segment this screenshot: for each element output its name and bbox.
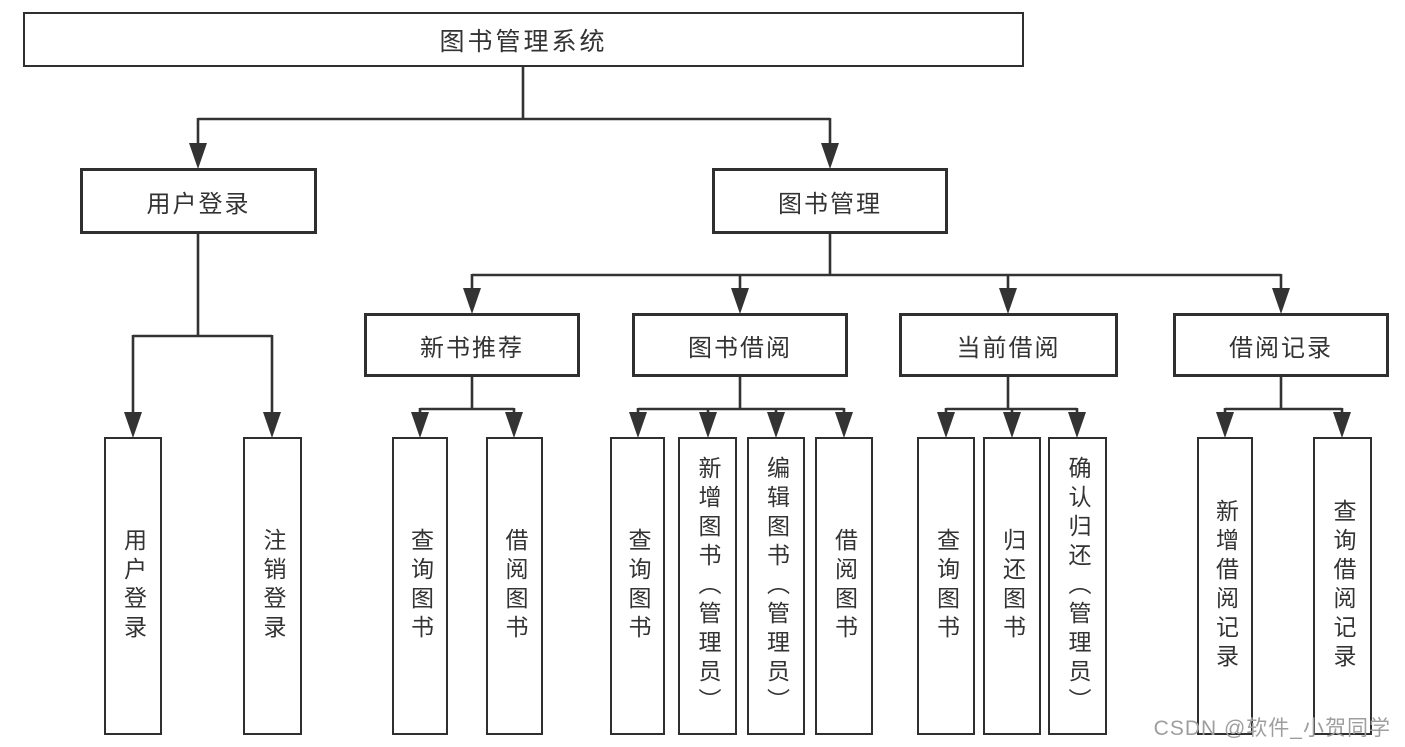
leaf-bb-add-books-admin-label: 新增图书（管理员） [695, 455, 721, 717]
leaf-br-query-record-label: 查询借阅记录 [1330, 499, 1356, 673]
arrowhead-icon [731, 288, 749, 314]
node-root-label: 图书管理系统 [439, 27, 608, 56]
node-current-borrow-label: 当前借阅 [956, 334, 1061, 362]
connector-userlogin-to-leaves [131, 233, 274, 414]
leaf-user-login-label: 用户登录 [120, 528, 147, 644]
node-root: 图书管理系统 [23, 12, 1024, 67]
leaf-bb-borrow-books: 借阅图书 [815, 437, 873, 735]
arrowhead-icon [767, 412, 785, 438]
node-book-borrow: 图书借阅 [632, 313, 848, 377]
leaf-bb-edit-books-admin-label: 编辑图书（管理员） [763, 455, 790, 717]
node-user-login-label: 用户登录 [146, 190, 251, 218]
node-new-book-recommend: 新书推荐 [364, 313, 580, 377]
arrowhead-icon [1216, 412, 1234, 438]
leaf-logout-label: 注销登录 [260, 528, 286, 644]
connector-bookmgmt-to-level3 [470, 233, 1283, 292]
leaf-rec-query-books-label: 查询图书 [407, 528, 434, 644]
leaf-rec-borrow-books-label: 借阅图书 [502, 528, 528, 644]
leaf-rec-borrow-books: 借阅图书 [486, 437, 543, 735]
connector-bookborrow-to-leaves [636, 377, 846, 415]
leaf-cb-confirm-return-admin: 确认归还（管理员） [1048, 437, 1107, 735]
arrowhead-icon [1272, 288, 1290, 314]
leaf-bb-query-books: 查询图书 [610, 437, 665, 735]
csdn-watermark: CSDN @软件_小贺同学 [1153, 717, 1391, 740]
leaf-bb-query-books-label: 查询图书 [625, 528, 651, 644]
arrowhead-icon [189, 143, 207, 169]
leaf-cb-query-books-label: 查询图书 [933, 528, 960, 644]
leaf-logout: 注销登录 [243, 437, 302, 735]
arrowhead-icon [699, 412, 717, 438]
arrowhead-icon [505, 412, 523, 438]
leaf-bb-edit-books-admin: 编辑图书（管理员） [747, 437, 805, 735]
node-borrow-records-label: 借阅记录 [1229, 334, 1333, 362]
leaf-cb-query-books: 查询图书 [917, 437, 975, 735]
arrowhead-icon [124, 412, 142, 438]
arrowhead-icon [999, 288, 1017, 314]
connector-borrowrecords-to-leaves [1223, 377, 1344, 415]
arrowhead-icon [937, 412, 955, 438]
arrowhead-icon [835, 412, 853, 438]
node-new-book-recommend-label: 新书推荐 [420, 334, 524, 362]
arrowhead-icon [1003, 412, 1021, 438]
node-book-management-label: 图书管理 [778, 190, 882, 218]
leaf-cb-confirm-return-admin-label: 确认归还（管理员） [1065, 455, 1091, 717]
leaf-user-login: 用户登录 [104, 437, 162, 735]
leaf-br-query-record: 查询借阅记录 [1313, 437, 1372, 735]
leaf-bb-borrow-books-label: 借阅图书 [831, 528, 858, 644]
leaf-rec-query-books: 查询图书 [392, 437, 448, 735]
arrowhead-icon [411, 412, 429, 438]
node-user-login: 用户登录 [80, 168, 317, 234]
connector-newbookrec-to-leaves [418, 377, 516, 415]
leaf-br-add-record-label: 新增借阅记录 [1212, 499, 1239, 673]
node-current-borrow: 当前借阅 [899, 313, 1118, 377]
arrowhead-icon [463, 288, 481, 314]
leaf-bb-add-books-admin: 新增图书（管理员） [678, 437, 737, 735]
leaf-cb-return-books-label: 归还图书 [999, 528, 1026, 644]
arrowhead-icon [821, 143, 839, 169]
node-book-borrow-label: 图书借阅 [688, 334, 792, 362]
node-borrow-records: 借阅记录 [1173, 313, 1389, 377]
connector-currentborrow-to-leaves [944, 377, 1079, 415]
arrowhead-icon [263, 412, 281, 438]
arrowhead-icon [1333, 412, 1351, 438]
node-book-management: 图书管理 [712, 168, 948, 234]
leaf-cb-return-books: 归还图书 [983, 437, 1041, 735]
leaf-br-add-record: 新增借阅记录 [1197, 437, 1253, 735]
arrowhead-icon [1068, 412, 1086, 438]
arrowhead-icon [629, 412, 647, 438]
connector-root-to-level2 [196, 66, 832, 146]
